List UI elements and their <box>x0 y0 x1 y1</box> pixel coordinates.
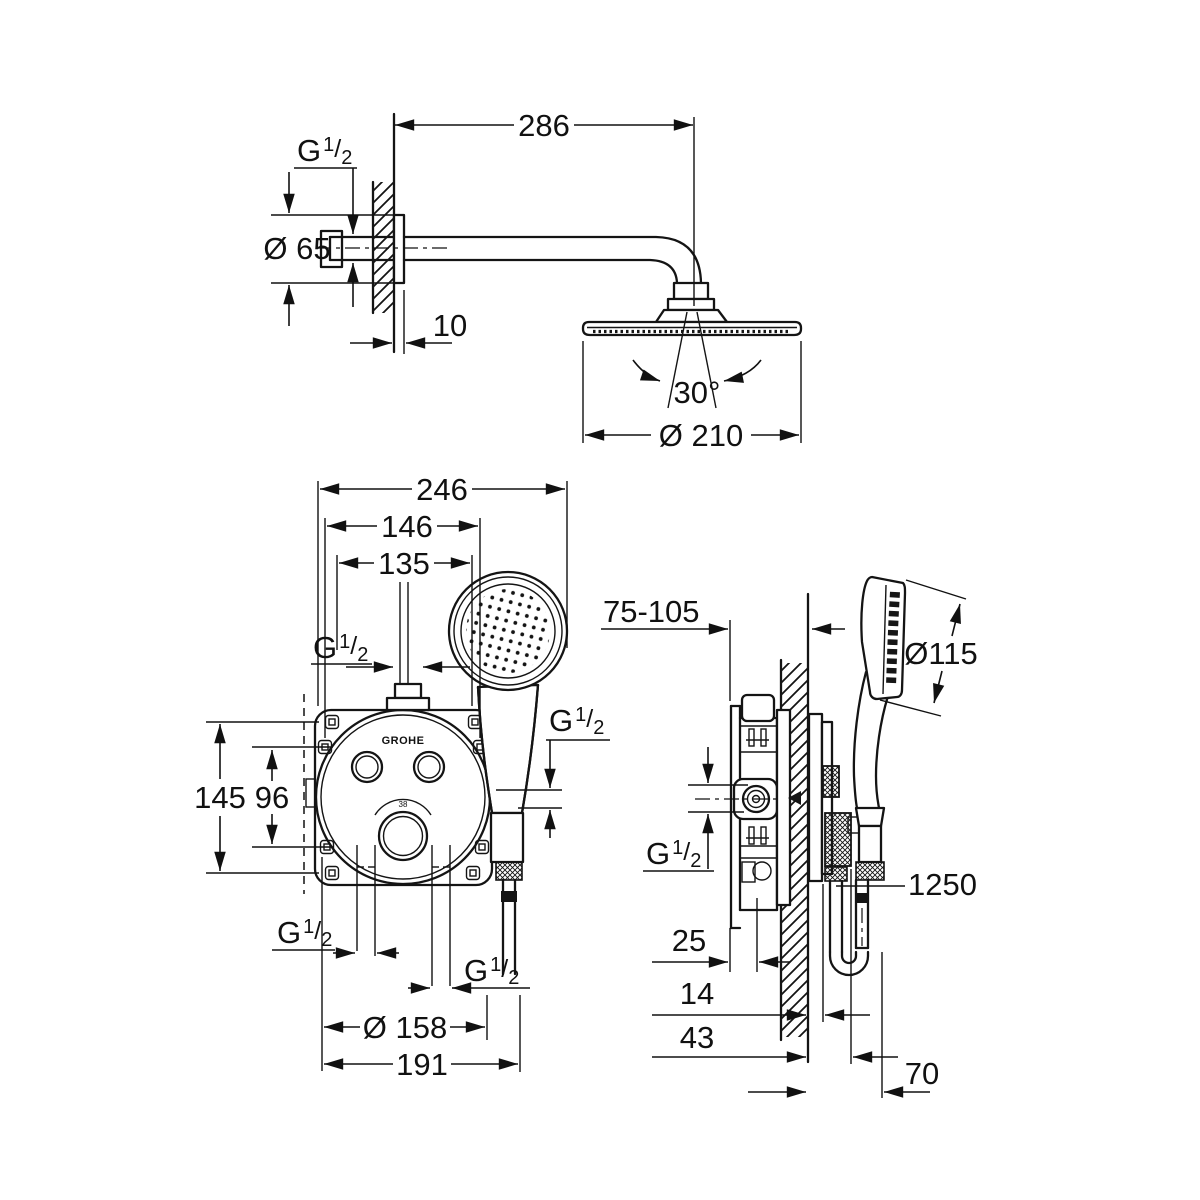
screw <box>465 865 481 881</box>
grohe-logo: GROHE <box>382 735 425 747</box>
dim-145: 145 <box>194 721 319 874</box>
holder-bracket <box>489 811 525 864</box>
hose-nut-side <box>855 861 885 881</box>
hose-nut <box>495 861 523 881</box>
front-view-valve: GROHE 38 <box>194 472 610 1082</box>
smartcontrol-button-left <box>350 750 384 784</box>
dim-25: 25 <box>652 898 790 972</box>
wall-sleeve <box>775 708 801 907</box>
dim-install-depth: 75-105 <box>603 594 700 629</box>
dim-trim-thickness: 14 <box>680 976 714 1011</box>
trim-plate-side <box>807 712 869 883</box>
dim-box-width: 191 <box>396 1047 448 1082</box>
head-shower <box>581 320 803 337</box>
screw <box>324 865 340 881</box>
smartcontrol-button-right <box>412 750 446 784</box>
hand-shower-front <box>447 570 569 976</box>
hose-band <box>501 891 517 902</box>
hose-outlet-nut <box>824 866 848 882</box>
dim-286-arm-length: 286 <box>395 108 695 306</box>
temperature-mark: 38 <box>399 800 408 809</box>
dim-hose-offset: 70 <box>905 1056 939 1091</box>
dim-158: Ø 158 <box>321 857 488 1071</box>
dim-146: 146 <box>324 509 481 738</box>
dim-head-diameter: Ø 210 <box>659 418 743 453</box>
dim-screw-spacing: 96 <box>255 780 289 815</box>
dim-1250-hose: 1250 <box>836 867 977 902</box>
dim-75-105: 75-105 <box>601 594 845 701</box>
dim-hose-length: 1250 <box>908 867 977 902</box>
dim-plate-thickness: 10 <box>433 308 467 343</box>
dim-spray-angle: 30° <box>674 375 721 410</box>
dim-191: 191 <box>324 995 521 1082</box>
dim-96: 96 <box>252 746 333 848</box>
hose-band <box>857 893 867 903</box>
plate-side-tab <box>305 778 316 808</box>
wall-section <box>371 112 396 354</box>
spray-face <box>466 589 550 673</box>
hand-shower-side <box>852 575 907 881</box>
temperature-knob <box>377 810 429 862</box>
dim-flange-diameter: Ø 65 <box>263 231 330 266</box>
button-knob-side <box>822 765 840 798</box>
dim-115-hand-shower: Ø115 <box>879 579 978 717</box>
dim-70: 70 <box>748 952 939 1098</box>
shower-arm <box>316 213 729 324</box>
spray-angle-construction: 30° <box>632 311 762 410</box>
dim-box-to-wall: 25 <box>672 923 706 958</box>
dim-246: 246 <box>317 472 568 706</box>
spray-face-side <box>886 591 900 687</box>
dim-inner-width: 135 <box>378 546 430 581</box>
dim-43: 43 <box>652 869 898 1064</box>
dim-overall-width: 246 <box>416 472 468 507</box>
depth-marker-triangle <box>788 791 801 805</box>
dim-outer-height: 145 <box>194 780 246 815</box>
dim-arm-length: 286 <box>518 108 570 143</box>
dim-knob-projection: 43 <box>680 1020 714 1055</box>
bottom-port-lines <box>356 845 451 986</box>
shower-hose <box>828 878 870 977</box>
dim-upper-width: 146 <box>381 509 433 544</box>
dim-bolt-circle: Ø 158 <box>363 1010 447 1045</box>
dim-65-flange: Ø 65 <box>263 172 393 326</box>
dim-hand-shower-diameter: Ø115 <box>904 636 978 671</box>
top-port-stub <box>385 582 431 712</box>
dim-210-head: Ø 210 <box>582 341 802 453</box>
dim-10-plate: 10 <box>350 290 467 354</box>
side-view-installation: 75-105 Ø115 G1/2 1250 25 <box>601 575 978 1098</box>
dim-14: 14 <box>652 884 870 1022</box>
dim-135: 135 <box>336 546 473 706</box>
temperature-knob-side <box>824 812 852 867</box>
